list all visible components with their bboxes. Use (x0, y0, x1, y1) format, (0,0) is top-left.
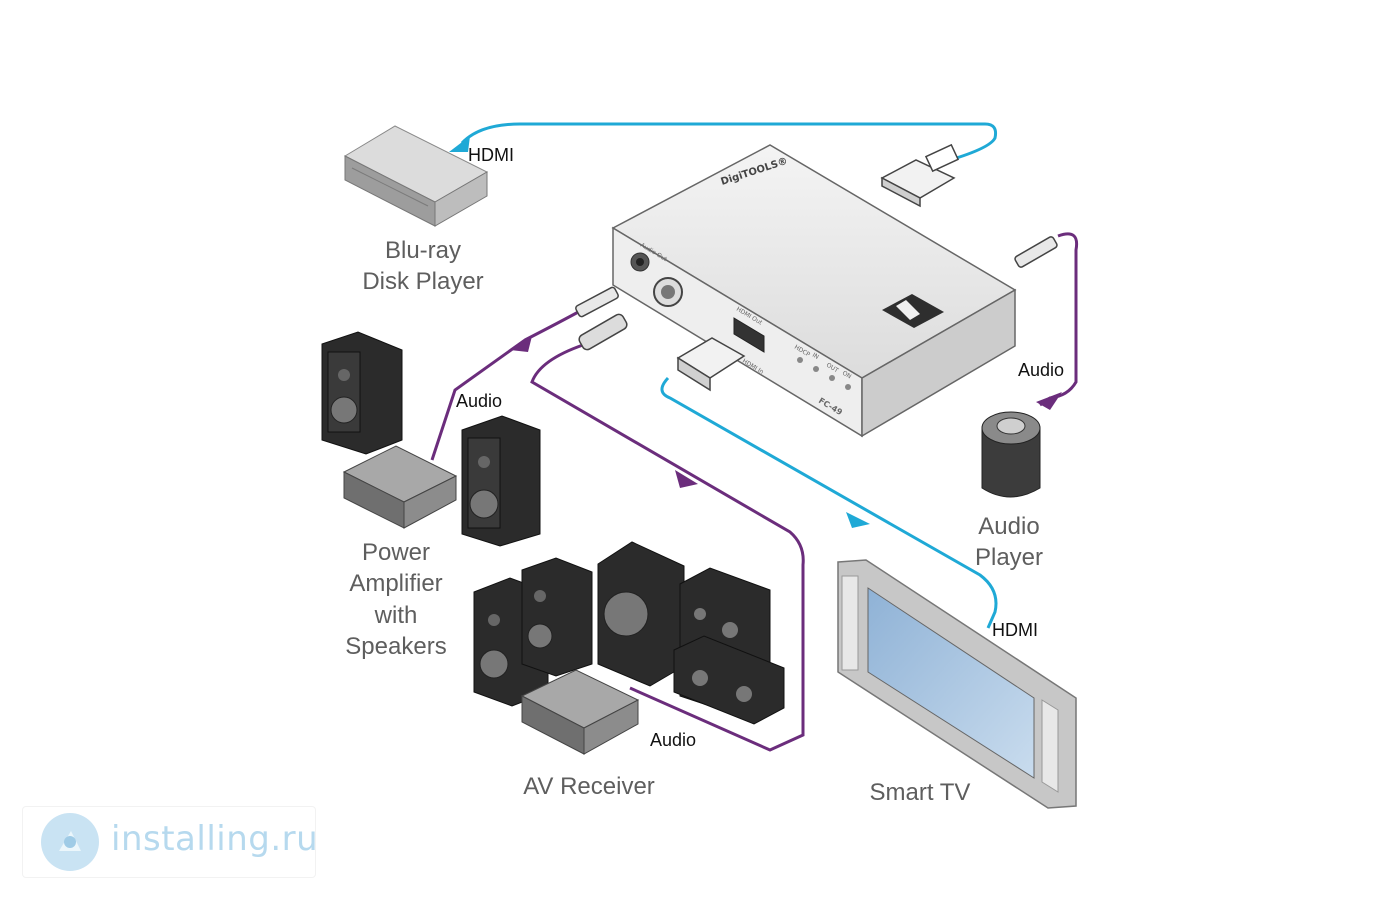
hdmi-connector-output (676, 337, 746, 392)
device-label-bluray: Blu-ray Disk Player (362, 237, 483, 295)
label-hdmi-input: HDMI (468, 145, 514, 165)
watermark-text: installing.ru (111, 819, 319, 859)
hdmi-out-port (733, 317, 765, 353)
audio-cable-receiver (530, 343, 805, 752)
audio-plug-amplifier (575, 286, 619, 318)
audio-player-label-line-1: Audio (978, 513, 1039, 540)
hdmi-cable-output (660, 376, 998, 629)
audio-extractor-device: DigiTOOLS® Audio Out HDMI Out HDMI In HD… (611, 144, 1017, 438)
hdmi-output-arrow (846, 512, 870, 528)
device-label-av-receiver: AV Receiver (523, 773, 655, 800)
label-audio-receiver: Audio (650, 730, 696, 750)
audio-player-device (981, 411, 1041, 498)
audio-receiver-arrow (675, 470, 698, 488)
digital-plug-receiver (578, 313, 628, 351)
audio-player-label-line-2: Player (975, 544, 1043, 571)
installing-logo-icon (41, 813, 99, 871)
led-label-on: ON (841, 370, 853, 381)
device-label-audio-player: Audio Player (975, 513, 1043, 571)
smart-tv-device (837, 559, 1077, 809)
label-hdmi-output: HDMI (992, 620, 1038, 640)
audio-amp-arrow (510, 336, 532, 352)
audio-cable-amplifier (430, 308, 583, 461)
amplifier-label-line-2: Amplifier (349, 570, 442, 597)
hdmi-connector-input (880, 143, 960, 208)
bluray-player (343, 125, 489, 227)
kramer-logo (882, 294, 944, 328)
audio-player-arrow (1036, 392, 1062, 410)
device-label-amplifier: Power Amplifier with Speakers (345, 539, 446, 660)
watermark: installing.ru (22, 806, 319, 878)
amplifier-unit (342, 445, 458, 529)
av-receiver-label: AV Receiver (523, 773, 655, 800)
device-label-smart-tv: Smart TV (870, 779, 971, 806)
smart-tv-label: Smart TV (870, 779, 971, 806)
center-speakers (673, 567, 785, 725)
label-audio-amplifier: Audio (456, 391, 502, 411)
bluray-label-line-2: Disk Player (362, 268, 483, 295)
speaker-right (461, 415, 541, 547)
power-amplifier-speakers (321, 331, 541, 547)
subwoofer (597, 541, 685, 687)
audio-plug-player (1014, 236, 1058, 268)
av-receiver-unit (520, 669, 640, 755)
hdmi-input-arrow (449, 136, 470, 152)
label-audio-player-conn: Audio (1018, 360, 1064, 380)
speaker-left (321, 331, 403, 455)
amplifier-label-line-3: with (374, 602, 418, 629)
led-label-in: IN (811, 352, 820, 361)
bluray-label-line-1: Blu-ray (385, 237, 461, 264)
amplifier-label-line-4: Speakers (345, 633, 446, 660)
av-receiver-speakers (473, 541, 785, 755)
amplifier-label-line-1: Power (362, 539, 430, 566)
audio-cable-player (1036, 232, 1079, 410)
receiver-speaker-2 (521, 557, 593, 677)
hdmi-cable-input (449, 122, 997, 162)
